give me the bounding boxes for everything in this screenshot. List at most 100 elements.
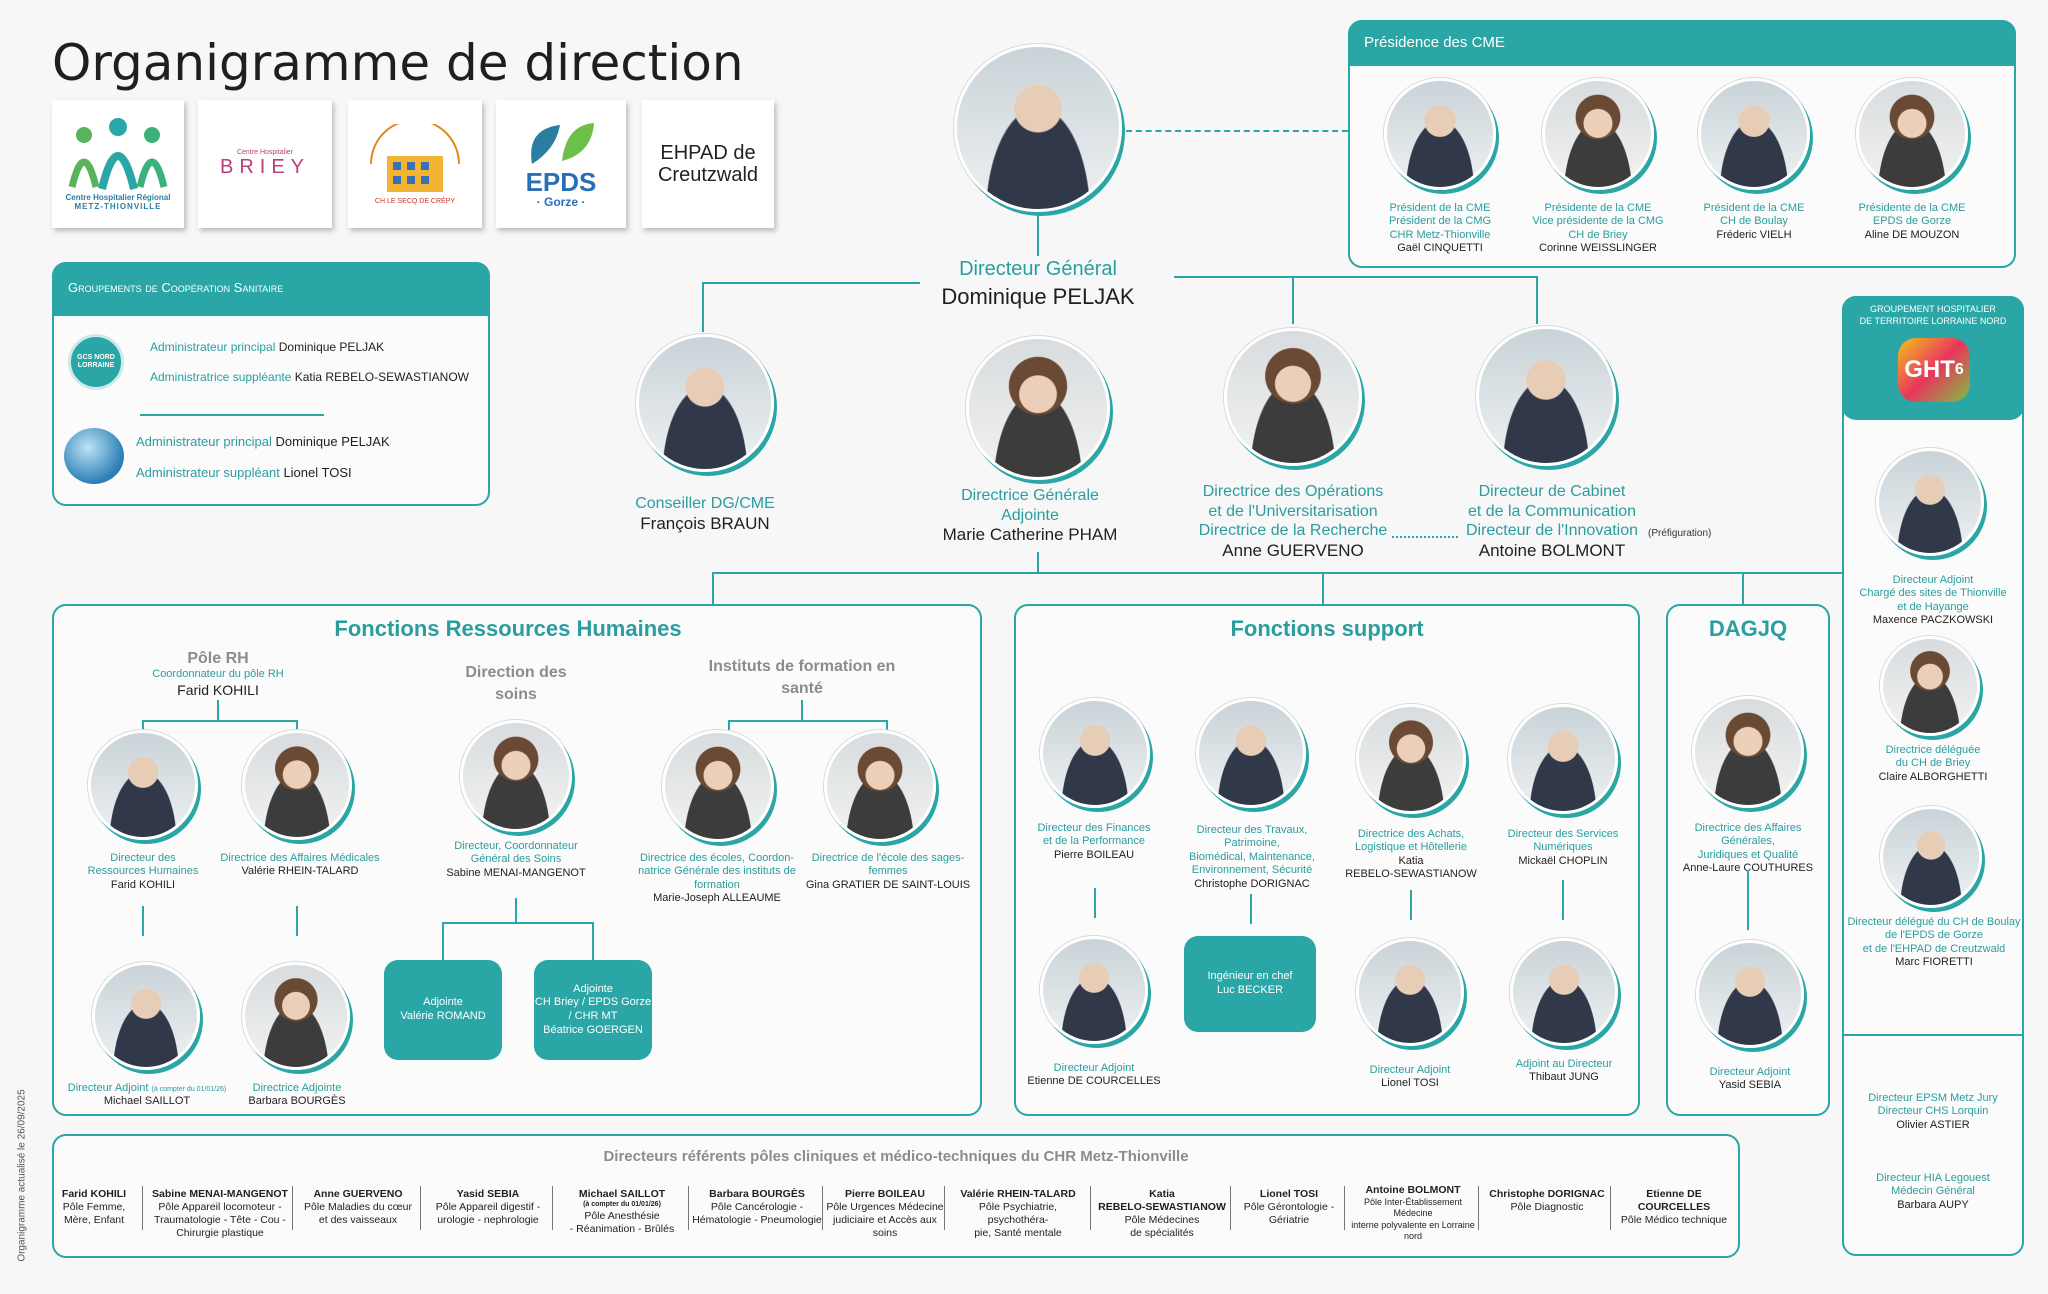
gorze-logo-text: · Gorze · (536, 195, 586, 209)
courcelles-photo (1040, 936, 1148, 1044)
cme-photo-1 (1384, 78, 1496, 190)
briey-logo-small: Centre Hospitalier (236, 149, 294, 156)
menai-stem (515, 898, 517, 922)
cme-title: Présidence des CME (1364, 34, 1505, 51)
referent-pole-line: Chirurgie plastique (176, 1227, 264, 1240)
referent-pole-line: nord (1403, 1230, 1422, 1241)
referent-name: Valérie RHEIN-TALARD (960, 1188, 1076, 1200)
epds-logo-text: EPDS (525, 167, 597, 197)
referent-pole-line: Pôle Gérontologie - (1243, 1201, 1335, 1214)
referent-separator (688, 1186, 689, 1230)
bourges-photo (242, 962, 350, 1070)
referent-pole-line: Pôle Femme, (62, 1201, 126, 1214)
dorignac-photo (1196, 698, 1306, 808)
pole-rh-bar (142, 720, 298, 722)
ght-logo-text: GHT (1904, 356, 1955, 383)
pole-rh-stem (217, 700, 219, 720)
jung-photo (1510, 938, 1618, 1046)
choplin-down (1562, 880, 1564, 920)
briey-logo-text: BRIEY (219, 156, 311, 178)
referent-pole-line: Traumatologie - Tête - Cou - (154, 1214, 286, 1227)
referent-separator (420, 1186, 421, 1230)
sections-bar (712, 572, 1842, 574)
rebelo-caption: Directrice des Achats,Logistique et Hôte… (1345, 828, 1477, 881)
saillot-caption: Directeur Adjoint (à compter du 01/01/26… (67, 1082, 227, 1108)
referent-pole-line: urologie - nephrologie (437, 1214, 539, 1227)
dg-cme-connector (1126, 130, 1348, 132)
pole-rh-name: Farid KOHILI (177, 682, 259, 698)
referent-pole-line: Pôle Médecines (1124, 1214, 1200, 1227)
logo-briey: Centre Hospitalier BRIEY (198, 100, 332, 228)
dg-photo (954, 44, 1122, 212)
referent-pole-line: Médecine (1393, 1208, 1433, 1219)
cme-photo-4 (1856, 78, 1968, 190)
cme-header (1348, 20, 2016, 66)
instituts-stem (801, 700, 803, 720)
instituts-bar (728, 720, 888, 722)
referent-separator (1344, 1186, 1345, 1230)
update-note: Organigramme actualisé le 26/09/2025 (16, 1089, 28, 1262)
ehpad-logo-text: EHPAD de Creutzwald (657, 142, 759, 186)
alborghetti-photo (1880, 636, 1980, 736)
logo-ehpad-creutzwald: EHPAD de Creutzwald (642, 100, 774, 228)
referent-pole-line: pie, Santé mentale (974, 1227, 1062, 1240)
referent-pole-line: Hématologie - Pneumologie (692, 1214, 822, 1227)
gcs-nord-lorraine-logo: GCS NORD LORRAINE (68, 334, 124, 390)
gcs-name-2: Katia REBELO-SEWASTIANOW (294, 370, 470, 384)
dagjq-title: DAGJQ (1708, 616, 1788, 641)
guerveno-photo (1224, 328, 1362, 466)
leaf-icon (531, 123, 594, 164)
fioretti-photo (1880, 806, 1982, 908)
logo-epds-gorze: EPDS · Gorze · (496, 100, 626, 228)
referent-separator (142, 1186, 143, 1230)
pole-rh-drop-r (296, 720, 298, 730)
recherche-innovation-link (1392, 536, 1458, 538)
gcs-name-4: Lionel TOSI (283, 465, 352, 480)
referent-separator (944, 1186, 945, 1230)
referent-pole-line: Pôle Psychiatrie, psychothéra- (978, 1201, 1058, 1227)
gcs-second-logo (64, 428, 124, 484)
referent-pole-line: Pôle Médico technique (1620, 1214, 1728, 1227)
menai-drop-l (442, 922, 444, 960)
gcs-name-1: Dominique PELJAK (278, 340, 385, 354)
referent-name: Yasid SEBIA (456, 1188, 520, 1200)
ght-title-1: GROUPEMENT HOSPITALIER (1870, 304, 1996, 314)
referent-pole-line: de spécialités (1130, 1227, 1194, 1240)
dagjq-drop (1742, 572, 1744, 604)
chr-people-icon (68, 118, 168, 190)
referent-name: Michael SAILLOT (578, 1188, 666, 1200)
choplin-photo (1508, 704, 1618, 814)
pham-stem (1037, 552, 1039, 572)
rhein-down (296, 906, 298, 936)
referent-pole-line: judiciaire et Accès aux soins (833, 1214, 937, 1240)
rh-title: Fonctions Ressources Humaines (334, 616, 682, 641)
ght-bar (1742, 572, 1844, 574)
gcs-role-2: Administratrice suppléante (150, 370, 292, 384)
gcs-name-3: Dominique PELJAK (275, 434, 390, 449)
ght-divider (1842, 1034, 2024, 1036)
referent-name: Lionel TOSI (1259, 1188, 1319, 1200)
referent-name: Barbara BOURGÈS (709, 1188, 805, 1200)
referent-separator (1478, 1186, 1479, 1230)
referent-item: Michael SAILLOT(à compter du 01/01/26)Pô… (556, 1188, 688, 1236)
referent-pole-line: Gériatrie (1268, 1214, 1310, 1227)
referent-pole-line: Mère, Enfant (63, 1214, 125, 1227)
dorignac-caption: Directeur des Travaux, Patrimoine,Bioméd… (1189, 824, 1315, 890)
referent-name: Anne GUERVENO (313, 1188, 403, 1200)
